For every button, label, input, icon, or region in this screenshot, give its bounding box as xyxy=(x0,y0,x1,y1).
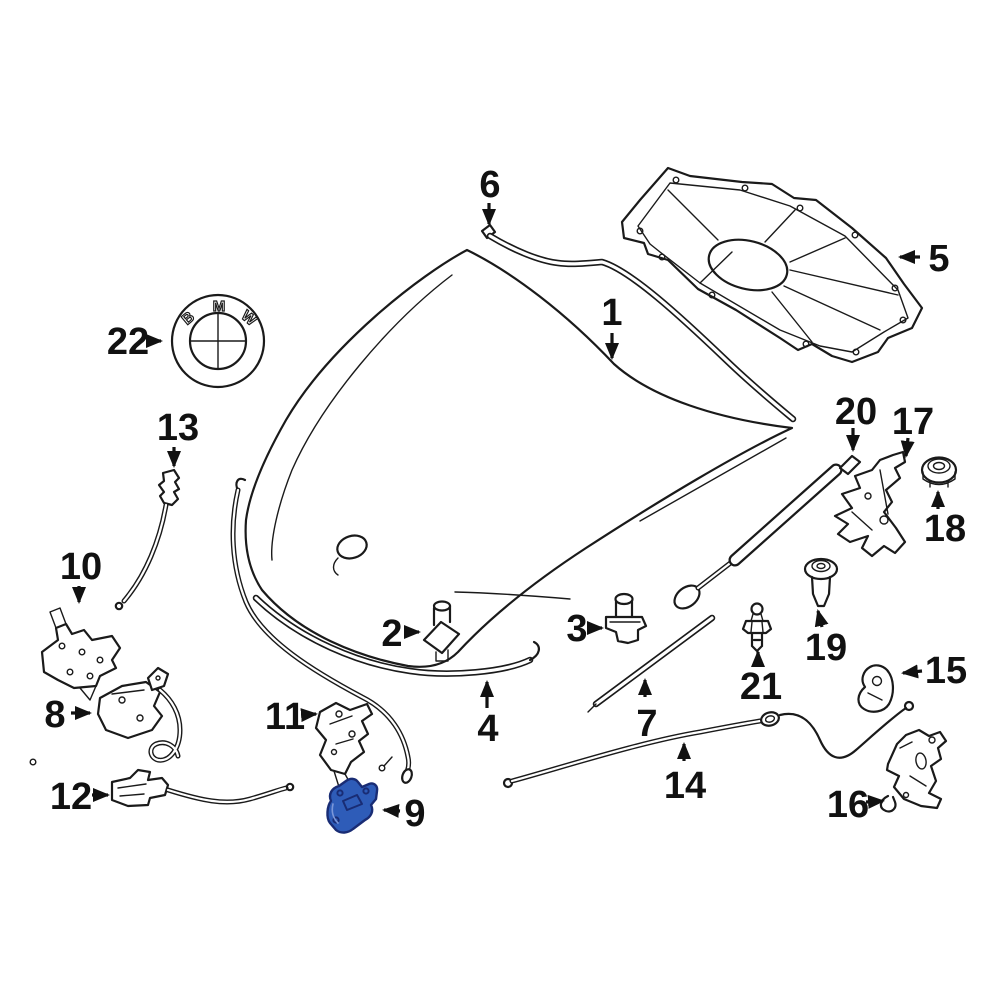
seal-strip-6-drawing xyxy=(480,223,797,423)
callout-label-20[interactable]: 20 xyxy=(835,391,877,433)
bolt-21-drawing xyxy=(741,602,773,653)
callout-label-21[interactable]: 21 xyxy=(740,666,782,708)
selected-part-inner xyxy=(342,794,363,811)
callout-11[interactable]: 11 xyxy=(265,696,318,738)
lock-actuator-12-drawing xyxy=(110,768,295,808)
callout-7[interactable]: 7 xyxy=(636,678,658,745)
callout-label-4[interactable]: 4 xyxy=(477,708,498,750)
callout-label-16[interactable]: 16 xyxy=(827,784,869,826)
hood-emblem-hole xyxy=(336,534,368,560)
callout-label-13[interactable]: 13 xyxy=(157,407,199,449)
hood-crease-front xyxy=(454,591,571,600)
callout-label-7[interactable]: 7 xyxy=(636,703,657,745)
callout-arrow-17 xyxy=(900,437,915,458)
callout-10[interactable]: 10 xyxy=(60,546,102,604)
emblem-cross xyxy=(189,312,247,370)
callout-2[interactable]: 2 xyxy=(381,613,421,655)
callout-5[interactable]: 5 xyxy=(898,238,950,280)
edge-cable-end-ring xyxy=(401,768,413,784)
callout-arrow-9 xyxy=(382,803,401,818)
bracket-16-drawing xyxy=(879,728,948,813)
front-trim-strip-4-drawing xyxy=(252,594,540,677)
callout-6[interactable]: 6 xyxy=(479,164,501,226)
callouts: 1 2 3 4 5 6 7 8 xyxy=(44,164,967,835)
nut-18-drawing xyxy=(920,456,958,488)
latch-8-drawing xyxy=(29,666,183,766)
cable13-end xyxy=(114,601,124,611)
callout-label-10[interactable]: 10 xyxy=(60,546,102,588)
bmw-emblem-drawing: B M W xyxy=(170,293,266,389)
bracket-17-drawing xyxy=(833,450,907,558)
bracket-11-drawing xyxy=(314,701,374,788)
insulation-pad-drawing xyxy=(620,166,924,364)
emblem-letter-m: M xyxy=(213,298,226,315)
strip6-end-cap xyxy=(480,223,497,240)
callout-label-18[interactable]: 18 xyxy=(924,508,966,550)
hook-15-drawing xyxy=(857,664,894,713)
callout-1[interactable]: 1 xyxy=(601,292,623,360)
buffer-3-drawing xyxy=(604,592,648,645)
selected-part-body[interactable] xyxy=(326,777,379,834)
callout-21[interactable]: 21 xyxy=(740,650,782,708)
bumper-2-drawing xyxy=(422,600,461,662)
callout-label-15[interactable]: 15 xyxy=(925,650,967,692)
callout-20[interactable]: 20 xyxy=(835,391,877,452)
side-strip-7-drawing xyxy=(587,614,716,713)
emblem-outer-ring xyxy=(170,293,266,389)
callout-14[interactable]: 14 xyxy=(664,742,706,807)
callout-label-5[interactable]: 5 xyxy=(928,238,949,280)
callout-16[interactable]: 16 xyxy=(827,784,885,826)
hood-crease-right xyxy=(639,437,787,522)
callout-9[interactable]: 9 xyxy=(382,793,426,835)
callout-19[interactable]: 19 xyxy=(805,609,847,669)
hood-crease-left xyxy=(270,274,453,561)
selected-part-9-drawing[interactable] xyxy=(326,777,379,834)
pad-center-hole xyxy=(707,238,789,292)
hood-panel-drawing xyxy=(244,248,794,668)
cable13-clip xyxy=(157,468,181,507)
callout-18[interactable]: 18 xyxy=(924,490,966,550)
callout-label-19[interactable]: 19 xyxy=(805,627,847,669)
pad-outline xyxy=(620,166,924,364)
callout-label-14[interactable]: 14 xyxy=(664,765,706,807)
bracket-10-drawing xyxy=(40,607,122,701)
strip4-end-hook xyxy=(528,640,540,662)
callout-arrow-15 xyxy=(901,664,923,679)
callout-22[interactable]: 22 xyxy=(107,321,163,363)
callout-label-22[interactable]: 22 xyxy=(107,321,149,363)
rivet-19-drawing xyxy=(803,557,839,608)
callout-4[interactable]: 4 xyxy=(477,680,499,750)
callout-12[interactable]: 12 xyxy=(50,776,110,818)
release-cable-13-drawing xyxy=(114,468,181,611)
cable14-grommet xyxy=(760,711,780,727)
strut-end-cap xyxy=(838,454,862,476)
callout-label-3[interactable]: 3 xyxy=(566,608,587,650)
callout-label-11[interactable]: 11 xyxy=(265,696,305,738)
callout-13[interactable]: 13 xyxy=(157,407,199,468)
callout-label-12[interactable]: 12 xyxy=(50,776,92,818)
cable12-end xyxy=(285,782,295,792)
callout-label-9[interactable]: 9 xyxy=(404,793,425,835)
pad-inner-outline xyxy=(637,182,909,353)
callout-arrow-11 xyxy=(300,708,318,723)
gas-strut-20-drawing xyxy=(673,454,862,610)
callout-15[interactable]: 15 xyxy=(901,650,967,692)
bowden-cable-14-drawing xyxy=(502,700,915,789)
callout-arrow-16 xyxy=(865,794,885,809)
callout-label-17[interactable]: 17 xyxy=(892,401,934,443)
hood-emblem-notch xyxy=(332,557,339,576)
callout-arrow-19 xyxy=(814,609,829,628)
cable14-end-ball xyxy=(903,700,915,712)
callout-8[interactable]: 8 xyxy=(44,694,92,736)
callout-3[interactable]: 3 xyxy=(566,608,604,650)
latch8-hook xyxy=(146,666,170,692)
callout-label-1[interactable]: 1 xyxy=(601,292,622,334)
callout-label-8[interactable]: 8 xyxy=(44,694,65,736)
callout-label-2[interactable]: 2 xyxy=(381,613,402,655)
edge-cable-drawing xyxy=(230,477,413,784)
callout-17[interactable]: 17 xyxy=(892,401,934,458)
callout-label-6[interactable]: 6 xyxy=(479,164,500,206)
hood-outline xyxy=(244,248,794,668)
